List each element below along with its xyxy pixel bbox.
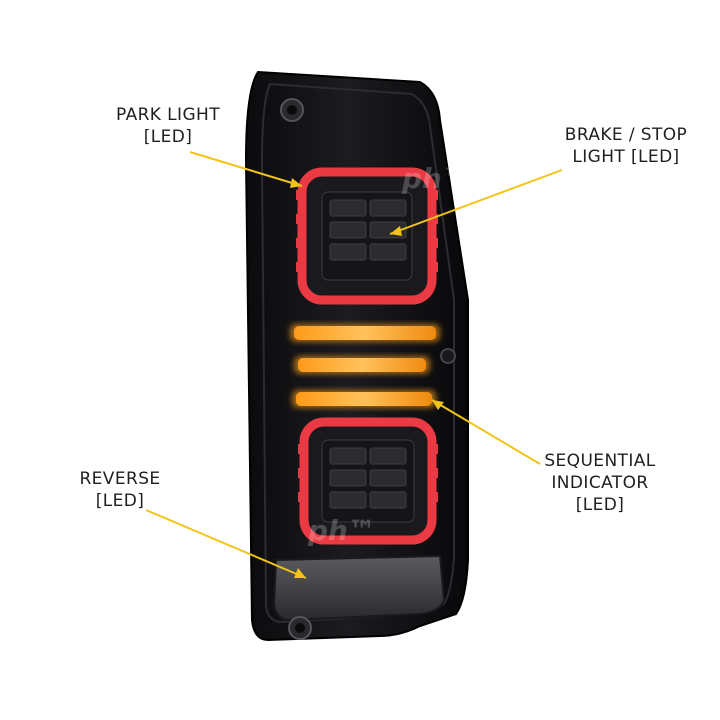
callout-seq-line3: [LED]: [575, 495, 625, 515]
callout-brake-line1: BRAKE / STOP: [564, 125, 688, 145]
callout-park-light: PARK LIGHT [LED]: [108, 104, 228, 148]
reverse-led-grid: [321, 439, 415, 523]
callout-rev-line1: REVERSE: [79, 469, 161, 489]
side-screw: [440, 348, 456, 364]
callout-sequential-indicator: SEQUENTIAL INDICATOR [LED]: [530, 450, 670, 516]
leader-brake: [389, 169, 563, 235]
watermark-bottom: ph™: [307, 514, 376, 547]
callout-seq-line2: INDICATOR: [551, 473, 649, 493]
callout-brake-line2: LIGHT [LED]: [572, 147, 680, 167]
amber-bar-3: [296, 392, 432, 406]
brake-led-grid-upper: [321, 191, 413, 281]
reverse-lens: [272, 554, 446, 622]
amber-bar-2: [298, 358, 426, 372]
callout-reverse: REVERSE [LED]: [70, 468, 170, 512]
callout-brake-light: BRAKE / STOP LIGHT [LED]: [556, 124, 696, 168]
amber-bar-1: [294, 326, 436, 340]
watermark-top: ph™: [401, 162, 470, 195]
callout-park-line1: PARK LIGHT: [116, 105, 220, 125]
leader-reverse: [145, 509, 307, 579]
sequential-indicator-bars: [290, 324, 440, 408]
leader-park: [189, 151, 303, 187]
callout-seq-line1: SEQUENTIAL: [544, 451, 656, 471]
callout-park-line2: [LED]: [143, 127, 193, 147]
leader-sequential: [431, 399, 541, 465]
callout-rev-line2: [LED]: [95, 491, 145, 511]
leader-lines: [145, 151, 563, 579]
